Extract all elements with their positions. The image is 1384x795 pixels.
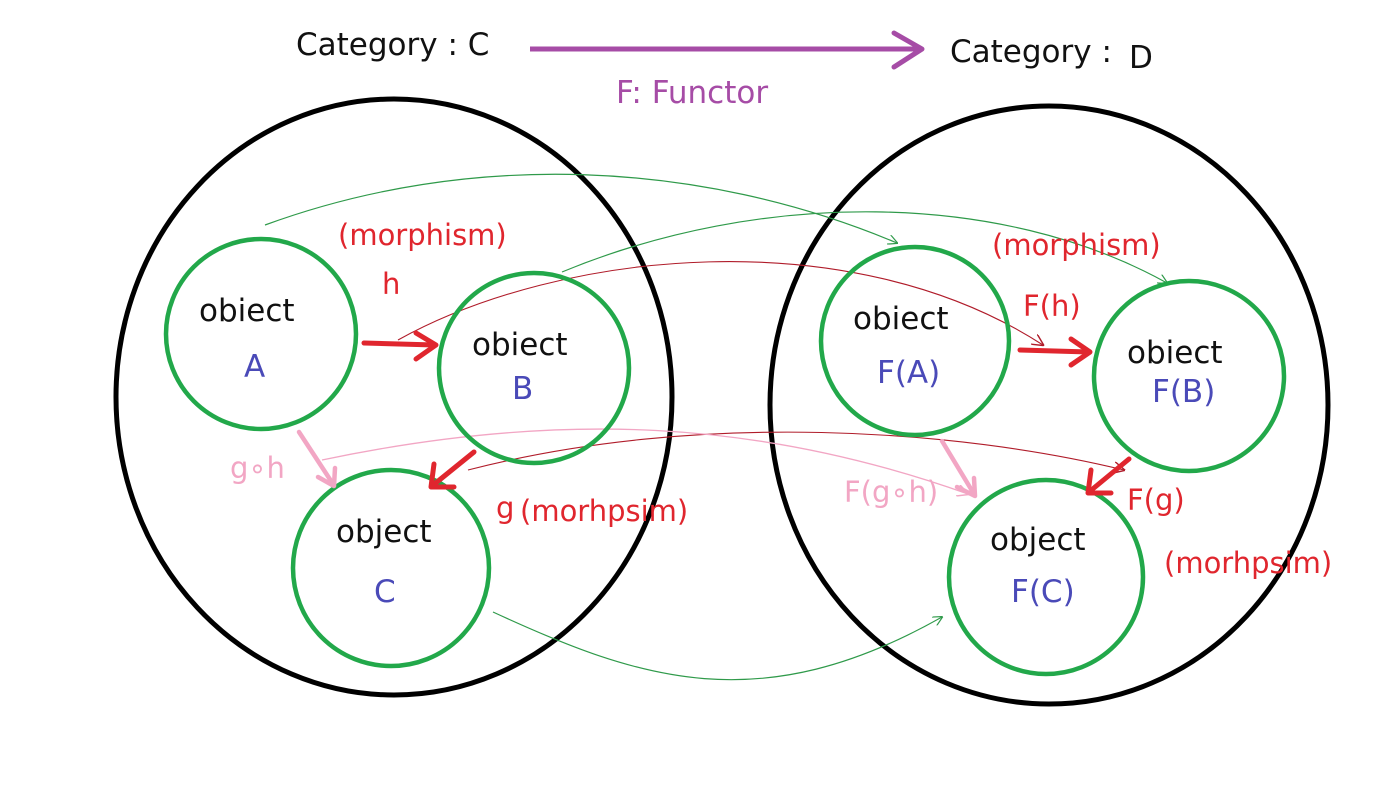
target-category-letter: D [1129, 40, 1153, 76]
morphism-h-arrow [361, 340, 438, 348]
morphism-g-arrowhead-icon [428, 461, 457, 490]
object-fc [946, 477, 1146, 677]
functor-map-g-to-fg [467, 431, 1124, 470]
object-fa [818, 244, 1012, 438]
category-c-boundary [113, 96, 675, 698]
object-fc-name: F(C) [1011, 574, 1075, 610]
morphism-g-note: (morhpsim) [520, 494, 688, 528]
composition-fgh-arrowhead-icon [954, 475, 978, 499]
functor-map-a-to-fa [264, 173, 897, 243]
object-fb-name: F(B) [1152, 374, 1215, 410]
morphism-fh-arrow [1017, 347, 1092, 355]
functor-label: F: Functor [616, 75, 768, 111]
object-fb-word: obiect [1127, 335, 1223, 371]
composition-gh-label: g∘h [230, 451, 285, 485]
morphism-fg-label: F(g) [1127, 483, 1185, 517]
source-category-label: Category : C [296, 27, 489, 63]
morphism-fh-arrowhead-icon [1068, 336, 1093, 368]
composition-fgh-label: F(g∘h) [844, 475, 938, 509]
composition-gh-arrow [296, 429, 336, 487]
morphism-h-label: h [382, 267, 400, 301]
morphism-fg-arrowhead-icon [1085, 467, 1114, 496]
functor-map-b-to-fb [561, 211, 1167, 283]
category-d-boundary [767, 103, 1331, 707]
morphism-h-note: (morphism) [338, 218, 507, 252]
object-c [290, 467, 492, 669]
composition-fgh-arrow [939, 438, 977, 497]
morphism-g-arrow [429, 449, 477, 489]
functor-map-c-to-fc [492, 611, 942, 681]
object-c-word: object [336, 514, 432, 550]
object-a [163, 236, 359, 432]
object-b-name: B [512, 371, 533, 407]
morphism-fh-label: F(h) [1023, 289, 1081, 323]
object-c-name: C [374, 574, 396, 610]
composition-gh-arrowhead-icon [315, 465, 338, 489]
object-a-name: A [244, 349, 265, 385]
object-b-word: obiect [472, 327, 568, 363]
functor-arrowhead-icon [891, 30, 925, 70]
object-b [436, 270, 632, 466]
functor-map-gh-to-fgh [321, 428, 968, 494]
morphism-fg-arrow [1086, 456, 1132, 495]
object-fc-word: object [990, 522, 1086, 558]
object-fa-word: obiect [853, 301, 949, 337]
morphism-g-label: g [496, 491, 514, 525]
morphism-fh-note: (morphism) [992, 228, 1161, 262]
morphism-fg-note: (morhpsim) [1164, 546, 1332, 580]
target-category-label: Category : [950, 34, 1112, 70]
object-fa-name: F(A) [877, 355, 940, 391]
functor-map-h-to-fh [397, 261, 1043, 345]
object-a-word: obiect [199, 293, 295, 329]
object-fb [1091, 278, 1287, 474]
morphism-h-arrowhead-icon [413, 330, 439, 362]
